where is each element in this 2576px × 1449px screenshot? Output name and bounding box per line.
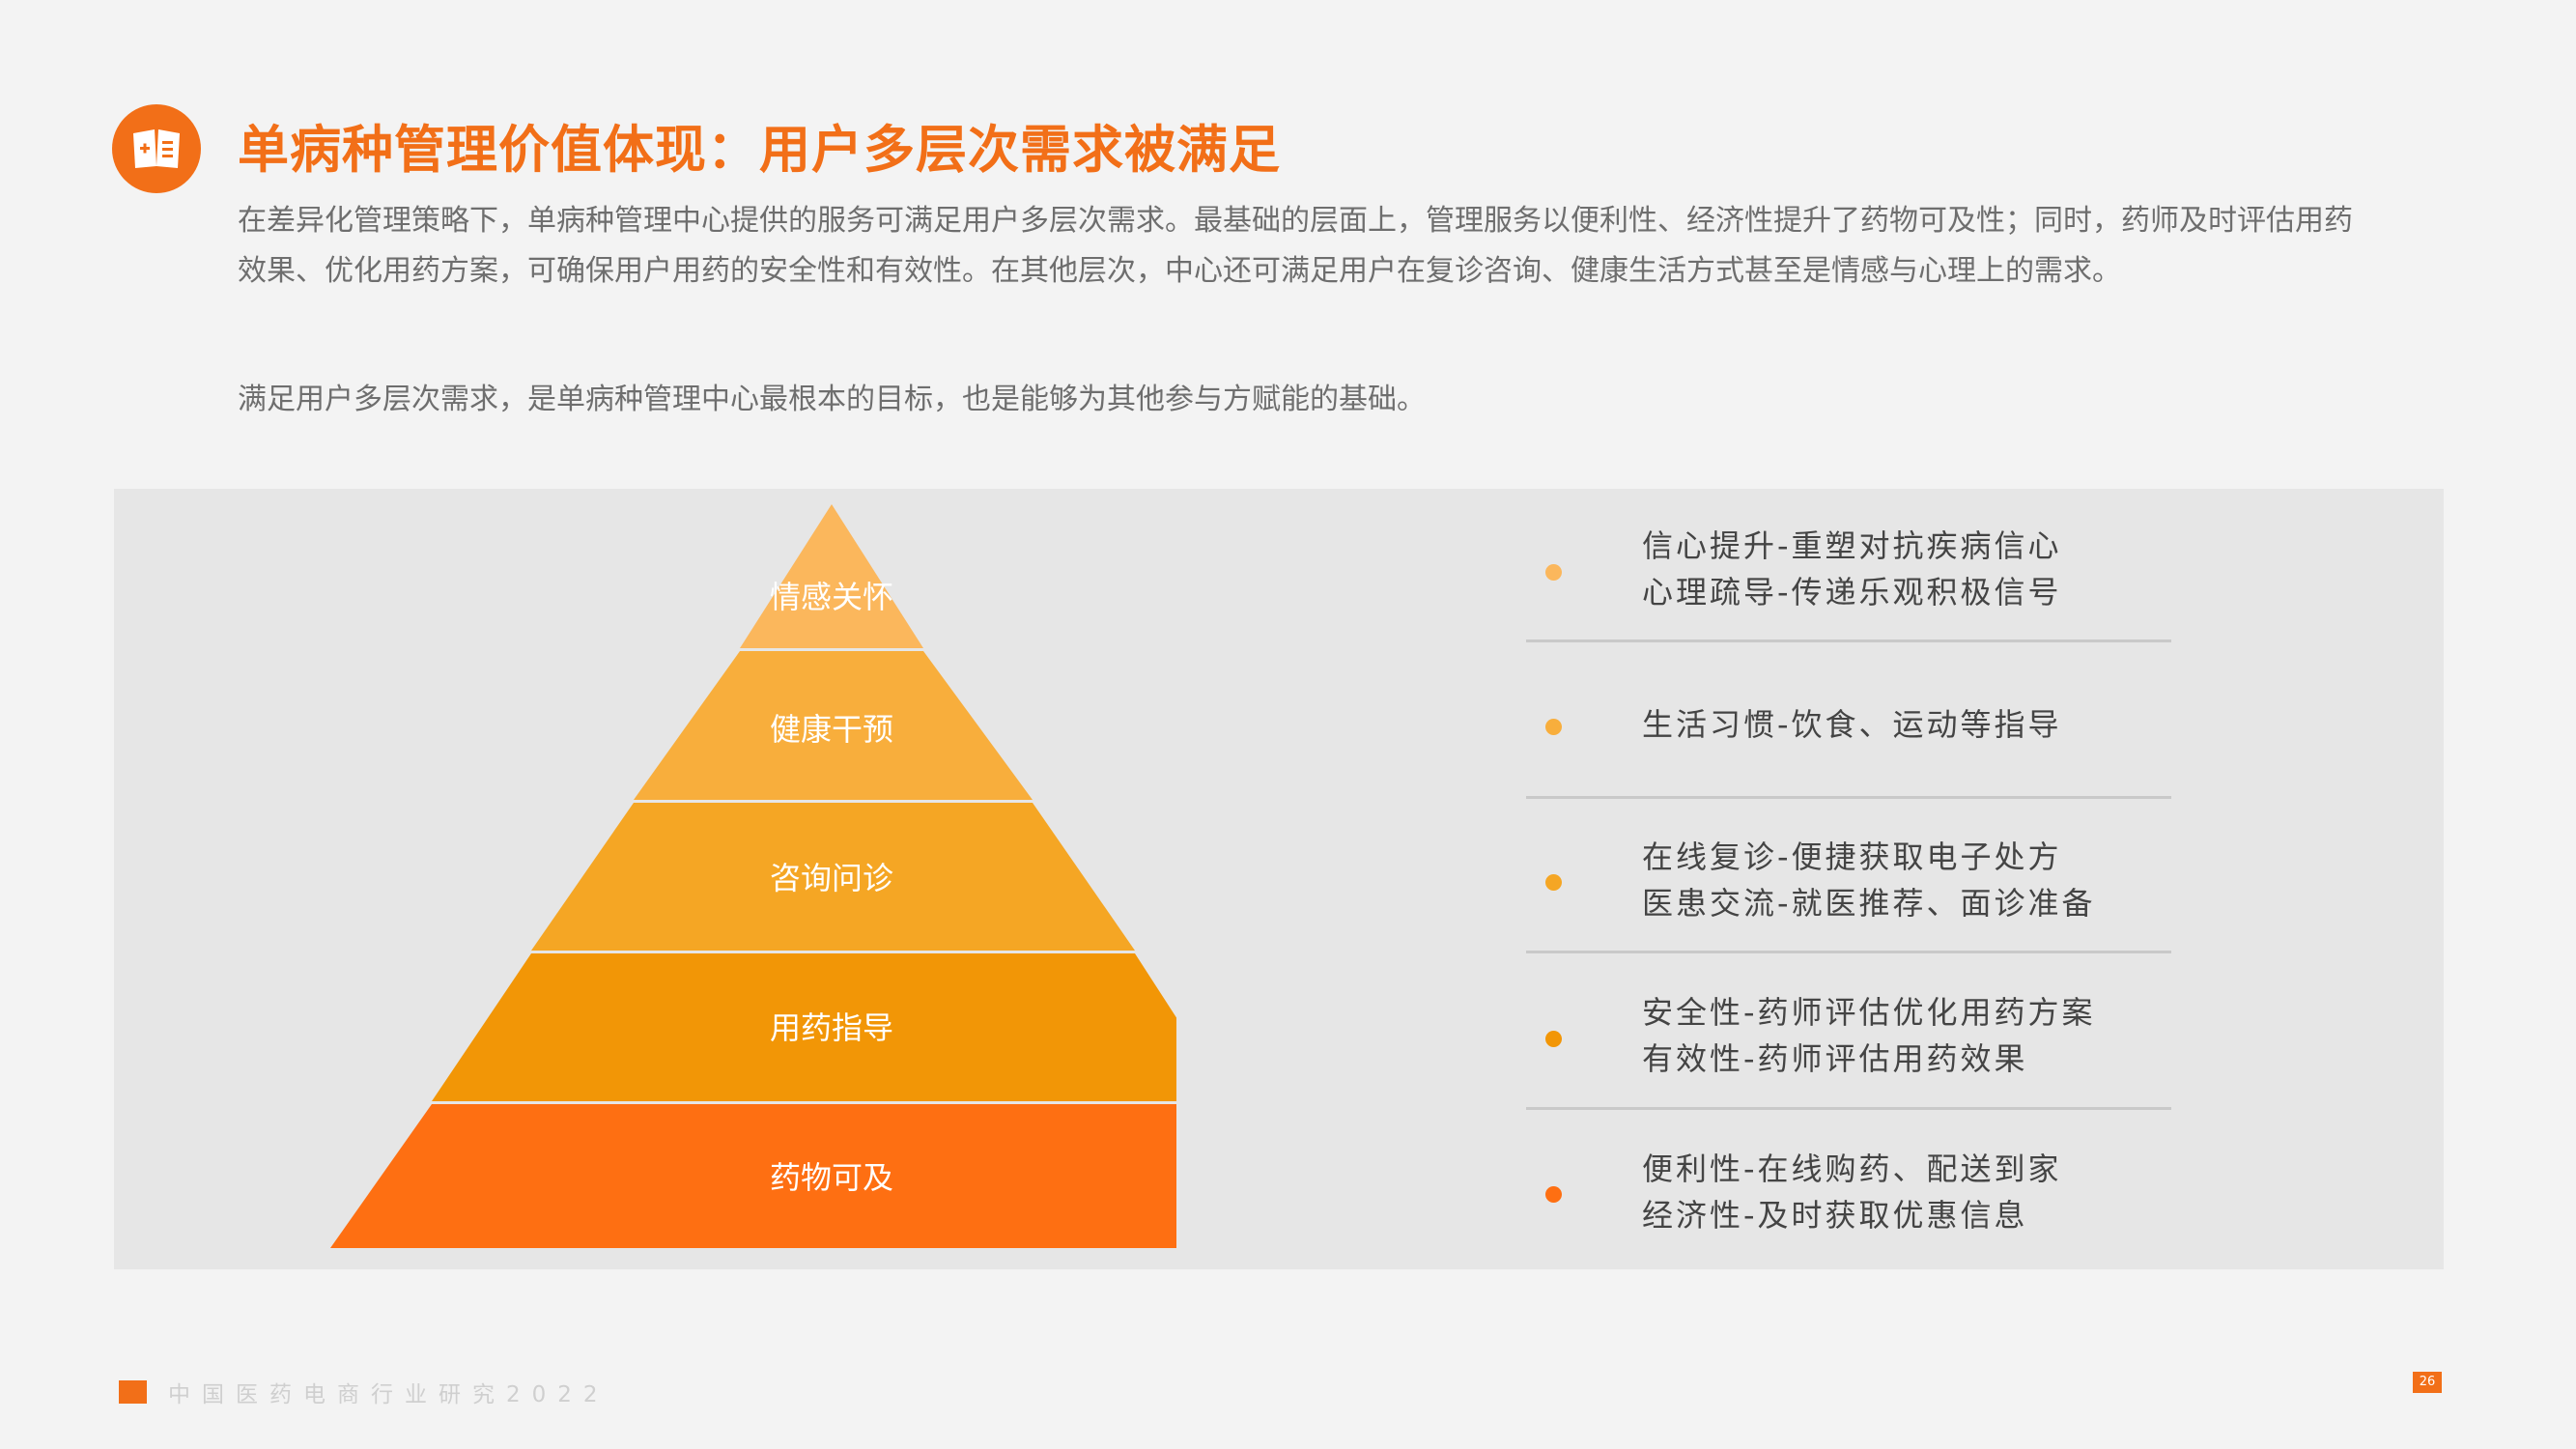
row-divider [1526, 796, 2171, 799]
description-text: 在线复诊-便捷获取电子处方 医患交流-就医推荐、面诊准备 [1642, 834, 2096, 926]
description-line: 有效性-药师评估用药效果 [1642, 1040, 2028, 1077]
pyramid-level-1 [740, 504, 923, 648]
bullet-dot [1545, 564, 1562, 581]
description-text: 安全性-药师评估优化用药方案 有效性-药师评估用药效果 [1642, 989, 2096, 1082]
footer-source: 中国医药电商行业研究2022 [168, 1382, 609, 1407]
bullet-dot [1545, 1186, 1562, 1203]
pyramid-label-medication-guidance: 用药指导 [769, 1009, 893, 1046]
description-line: 生活习惯-饮食、运动等指导 [1642, 706, 2062, 743]
page-title: 单病种管理价值体现：用户多层次需求被满足 [238, 121, 1281, 180]
intro-paragraph-2: 满足用户多层次需求，是单病种管理中心最根本的目标，也是能够为其他参与方赋能的基础… [238, 383, 1426, 416]
pyramid-level-5 [330, 1104, 1176, 1248]
pyramid-level-4 [432, 953, 1176, 1101]
intro-paragraph-1: 在差异化管理策略下，单病种管理中心提供的服务可满足用户多层次需求。最基础的层面上… [238, 204, 2353, 288]
description-line: 安全性-药师评估优化用药方案 [1642, 994, 2096, 1031]
bullet-dot [1545, 874, 1562, 891]
description-line: 信心提升-重塑对抗疾病信心 [1642, 527, 2062, 564]
description-text: 生活习惯-饮食、运动等指导 [1642, 701, 2062, 748]
pyramid-level-2 [634, 651, 1033, 800]
description-text: 信心提升-重塑对抗疾病信心 心理疏导-传递乐观积极信号 [1642, 523, 2062, 615]
description-line: 便利性-在线购药、配送到家 [1642, 1151, 2062, 1187]
pyramid-label-drug-access: 药物可及 [769, 1159, 893, 1196]
description-line: 医患交流-就医推荐、面诊准备 [1642, 885, 2096, 922]
pyramid-level-3 [531, 803, 1135, 951]
bullet-dot [1545, 719, 1562, 735]
description-line: 心理疏导-传递乐观积极信号 [1642, 574, 2062, 611]
pyramid-diagram [330, 504, 1176, 1248]
pyramid-label-health-intervention: 健康干预 [769, 711, 893, 748]
description-line: 经济性-及时获取优惠信息 [1642, 1197, 2028, 1234]
bullet-dot [1545, 1031, 1562, 1047]
pyramid-label-consultation: 咨询问诊 [769, 860, 893, 896]
row-divider [1526, 1107, 2171, 1110]
pyramid-panel: 情感关怀 健康干预 咨询问诊 用药指导 药物可及 信心提升-重塑对抗疾病信心 心… [114, 489, 2444, 1269]
book-plus-icon [133, 129, 180, 168]
logo-badge [112, 104, 201, 193]
pyramid-label-emotional-care: 情感关怀 [769, 579, 893, 615]
description-line: 在线复诊-便捷获取电子处方 [1642, 838, 2062, 875]
page-number: 26 [2413, 1372, 2442, 1393]
row-divider [1526, 951, 2171, 953]
description-text: 便利性-在线购药、配送到家 经济性-及时获取优惠信息 [1642, 1146, 2062, 1238]
row-divider [1526, 639, 2171, 642]
footer-square-mark [119, 1380, 147, 1404]
